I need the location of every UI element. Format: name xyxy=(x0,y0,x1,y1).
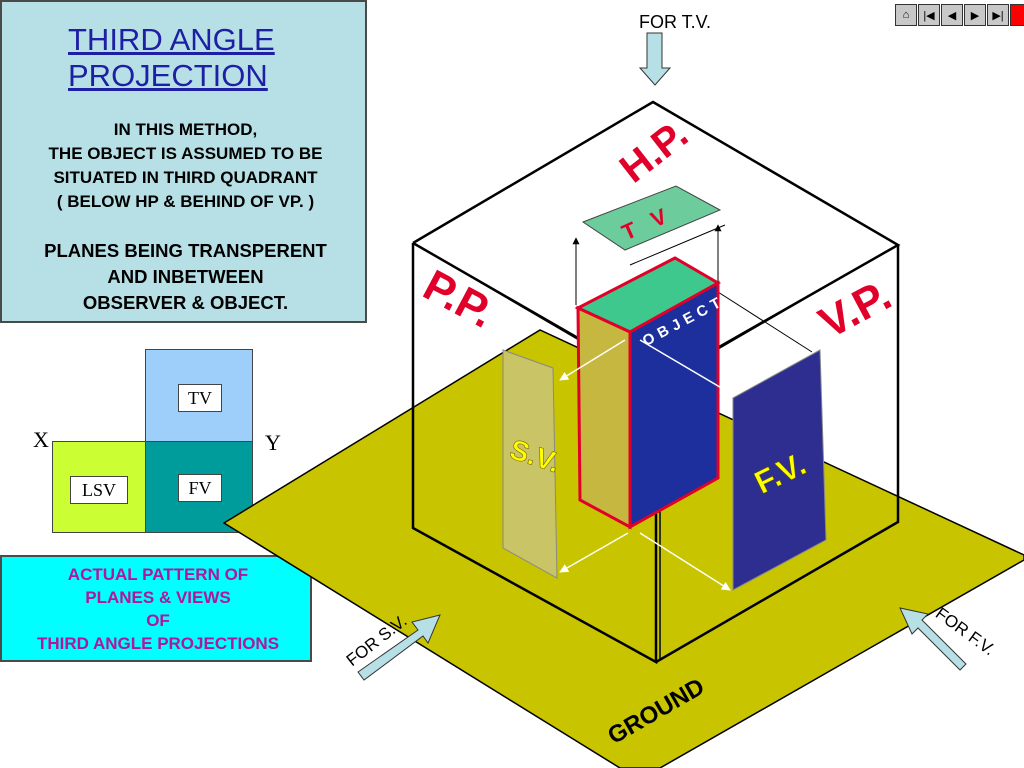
next-icon: ▶ xyxy=(970,9,980,22)
prev-icon: ◀ xyxy=(947,9,957,22)
y-label: Y xyxy=(265,430,281,455)
tv-view-plane xyxy=(581,185,722,251)
x-label: X xyxy=(33,427,49,452)
method-line-4: ( BELOW HP & BEHIND OF VP. ) xyxy=(56,192,315,211)
page-title: THIRD ANGLE PROJECTION xyxy=(68,22,275,94)
for-sv-arrow xyxy=(357,614,441,681)
method-line-1: IN THIS METHOD, xyxy=(113,120,258,139)
pattern-line-3: OF xyxy=(146,611,170,630)
first-icon: |◀ xyxy=(923,9,935,22)
ground-plane xyxy=(222,329,1024,768)
plane-box xyxy=(411,100,901,665)
object: OBJECT xyxy=(574,256,728,530)
next-slide-button[interactable]: ▶ xyxy=(964,4,986,26)
planes-line-1: PLANES BEING TRANSPERENT xyxy=(44,240,327,261)
for-fv-arrow xyxy=(899,607,967,671)
tv-label: TV xyxy=(178,384,222,412)
planes-line-2: AND INBETWEEN xyxy=(107,266,264,287)
end-show-button[interactable] xyxy=(1010,4,1024,26)
pattern-line-4: THIRD ANGLE PROJECTIONS xyxy=(36,634,280,653)
last-slide-button[interactable]: ▶| xyxy=(987,4,1009,26)
lsv-label: LSV xyxy=(70,476,128,504)
pattern-line-1: ACTUAL PATTERN OF xyxy=(67,565,249,584)
hp-label: H.P. xyxy=(612,112,696,191)
title-line-2: PROJECTION xyxy=(68,58,268,93)
white-projector-lines xyxy=(559,339,731,591)
home-button[interactable]: ⌂ xyxy=(895,4,917,26)
pattern-box: ACTUAL PATTERN OF PLANES & VIEWS OF THIR… xyxy=(0,555,312,662)
first-slide-button[interactable]: |◀ xyxy=(918,4,940,26)
fv-label: FV xyxy=(178,474,222,502)
info-box: THIRD ANGLE PROJECTION IN THIS METHOD, T… xyxy=(0,0,367,323)
fv-view-plane xyxy=(732,349,827,591)
vp-label: V.P. xyxy=(811,270,899,348)
home-icon: ⌂ xyxy=(902,9,910,21)
pp-label: P.P. xyxy=(416,261,502,338)
last-icon: ▶| xyxy=(992,9,1004,22)
sv-view-plane xyxy=(502,349,558,579)
previous-slide-button[interactable]: ◀ xyxy=(941,4,963,26)
for-tv-label: FOR T.V. xyxy=(639,12,711,32)
title-line-1: THIRD ANGLE xyxy=(68,22,275,57)
slide-navigation: ⌂ |◀ ◀ ▶ ▶| xyxy=(895,4,1024,26)
planes-line-3: OBSERVER & OBJECT. xyxy=(82,292,289,313)
for-tv-arrow xyxy=(638,32,672,86)
pattern-line-2: PLANES & VIEWS xyxy=(85,588,231,607)
method-line-2: THE OBJECT IS ASSUMED TO BE xyxy=(48,144,323,163)
method-line-3: SITUATED IN THIRD QUADRANT xyxy=(53,168,318,187)
